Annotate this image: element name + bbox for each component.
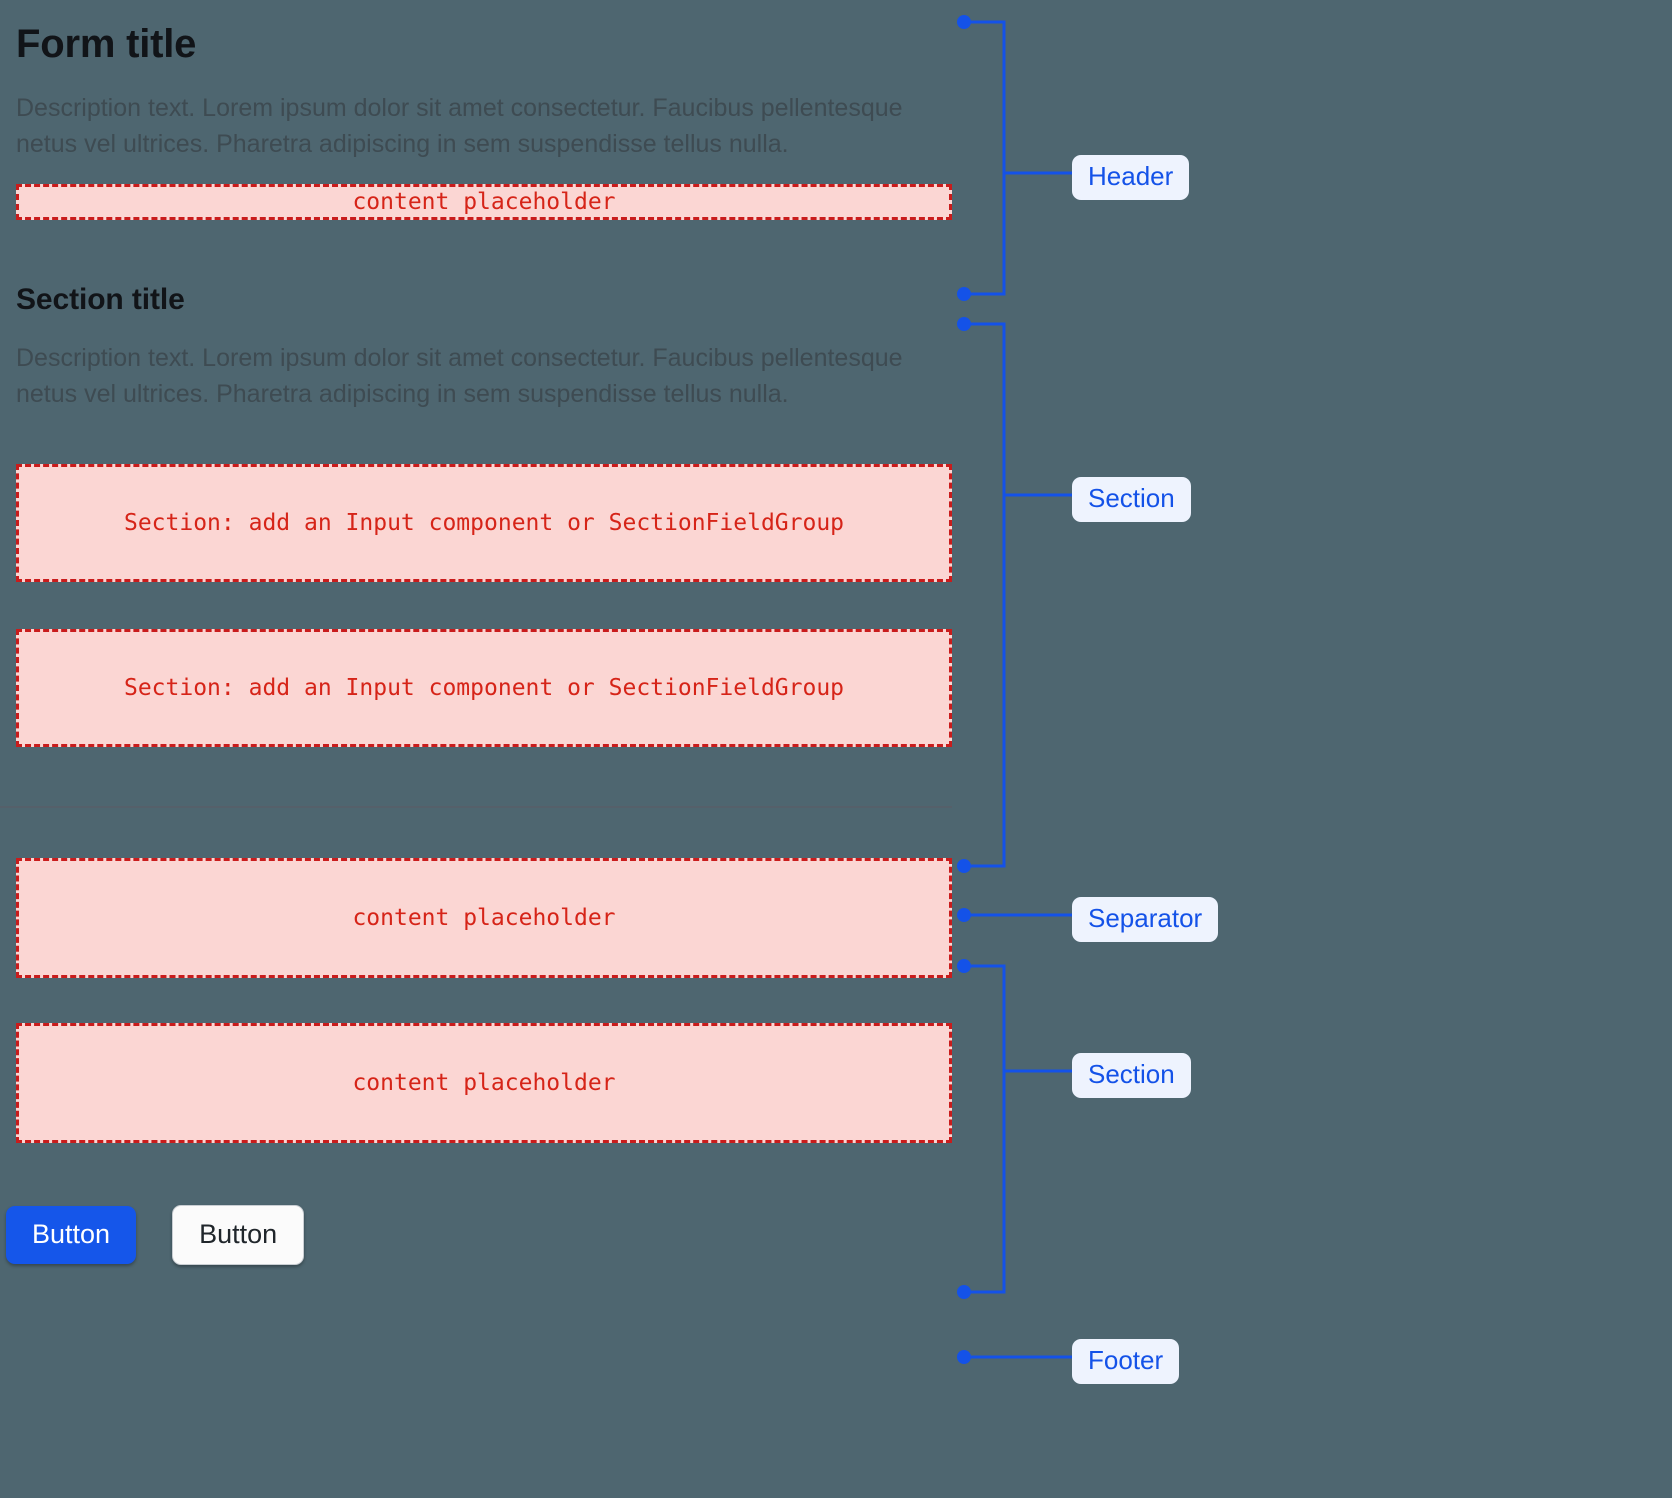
section-two-placeholder-1[interactable]: content placeholder (16, 858, 952, 978)
secondary-button[interactable]: Button (172, 1205, 305, 1265)
annotation-anchor-dots (957, 15, 971, 1364)
section-two-placeholder-2-label: content placeholder (352, 1070, 616, 1096)
header-description: Description text. Lorem ipsum dolor sit … (16, 94, 903, 158)
section-field-placeholder-1-label: Section: add an Input component or Secti… (123, 510, 845, 536)
section-field-placeholder-2[interactable]: Section: add an Input component or Secti… (16, 629, 952, 747)
anchor-dot-footer (957, 1350, 971, 1364)
anchor-dot-separator (957, 908, 971, 922)
header-bracket (964, 20, 1006, 296)
section-two-bracket (964, 964, 1006, 1294)
annotation-label-section-two[interactable]: Section (1072, 1053, 1191, 1098)
primary-button[interactable]: Button (6, 1206, 137, 1264)
section-title: Section title (16, 283, 185, 316)
annotation-label-section-one[interactable]: Section (1072, 477, 1191, 522)
separator (0, 806, 952, 808)
anchor-dot-section-one-bottom (957, 859, 971, 873)
section-field-placeholder-1[interactable]: Section: add an Input component or Secti… (16, 464, 952, 582)
section-two-placeholder-1-label: content placeholder (352, 905, 616, 931)
section-description: Description text. Lorem ipsum dolor sit … (16, 344, 903, 408)
header-content-placeholder[interactable]: content placeholder (16, 184, 952, 220)
anchor-dot-section-one-top (957, 317, 971, 331)
form-header-region: Form title Description text. Lorem ipsum… (16, 20, 952, 220)
section-two-placeholder-2[interactable]: content placeholder (16, 1023, 952, 1143)
form-footer: Button Button (6, 1205, 952, 1265)
anchor-dot-section-two-bottom (957, 1285, 971, 1299)
header-placeholder-label: content placeholder (352, 189, 616, 215)
form-column: Form title Description text. Lorem ipsum… (0, 0, 952, 1265)
form-section-two: content placeholder content placeholder (16, 858, 952, 1143)
anchor-dot-section-two-top (957, 959, 971, 973)
page-title: Form title (16, 22, 197, 66)
anchor-dot-header-top (957, 15, 971, 29)
annotation-label-footer[interactable]: Footer (1072, 1339, 1180, 1384)
anchor-dot-header-bottom (957, 287, 971, 301)
annotation-label-header[interactable]: Header (1072, 155, 1190, 200)
form-section-one: Section title Description text. Lorem ip… (16, 282, 952, 747)
annotation-label-separator[interactable]: Separator (1072, 897, 1219, 942)
section-one-bracket (964, 322, 1006, 868)
section-field-placeholder-2-label: Section: add an Input component or Secti… (123, 675, 845, 701)
